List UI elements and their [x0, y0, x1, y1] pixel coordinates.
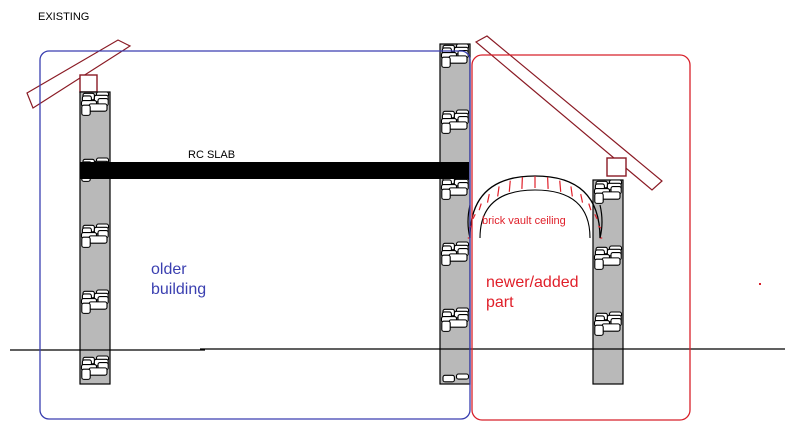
stone-wall-right — [592, 179, 624, 385]
stone-wall-middle — [439, 43, 471, 385]
roof-right — [474, 35, 663, 191]
rc-slab — [80, 162, 469, 179]
older-building-label-line1: older — [151, 261, 187, 278]
brick-vault — [467, 175, 603, 239]
wall-plate-right — [606, 157, 627, 177]
diagram-title: EXISTING — [38, 11, 89, 23]
roof-left — [26, 39, 132, 109]
older-building-outline — [39, 50, 471, 420]
vault-label: brick vault ceiling — [482, 215, 566, 227]
stone-wall-left — [79, 91, 111, 385]
older-building-label-line2: building — [151, 281, 206, 298]
newer-part-outline — [471, 54, 691, 421]
wall-plate-left — [79, 74, 98, 93]
stray-mark — [759, 283, 761, 285]
newer-part-label-line2: part — [486, 294, 514, 311]
newer-part-label-line1: newer/added — [486, 274, 579, 291]
ground-line — [10, 348, 785, 351]
rc-slab-label: RC SLAB — [188, 149, 235, 161]
